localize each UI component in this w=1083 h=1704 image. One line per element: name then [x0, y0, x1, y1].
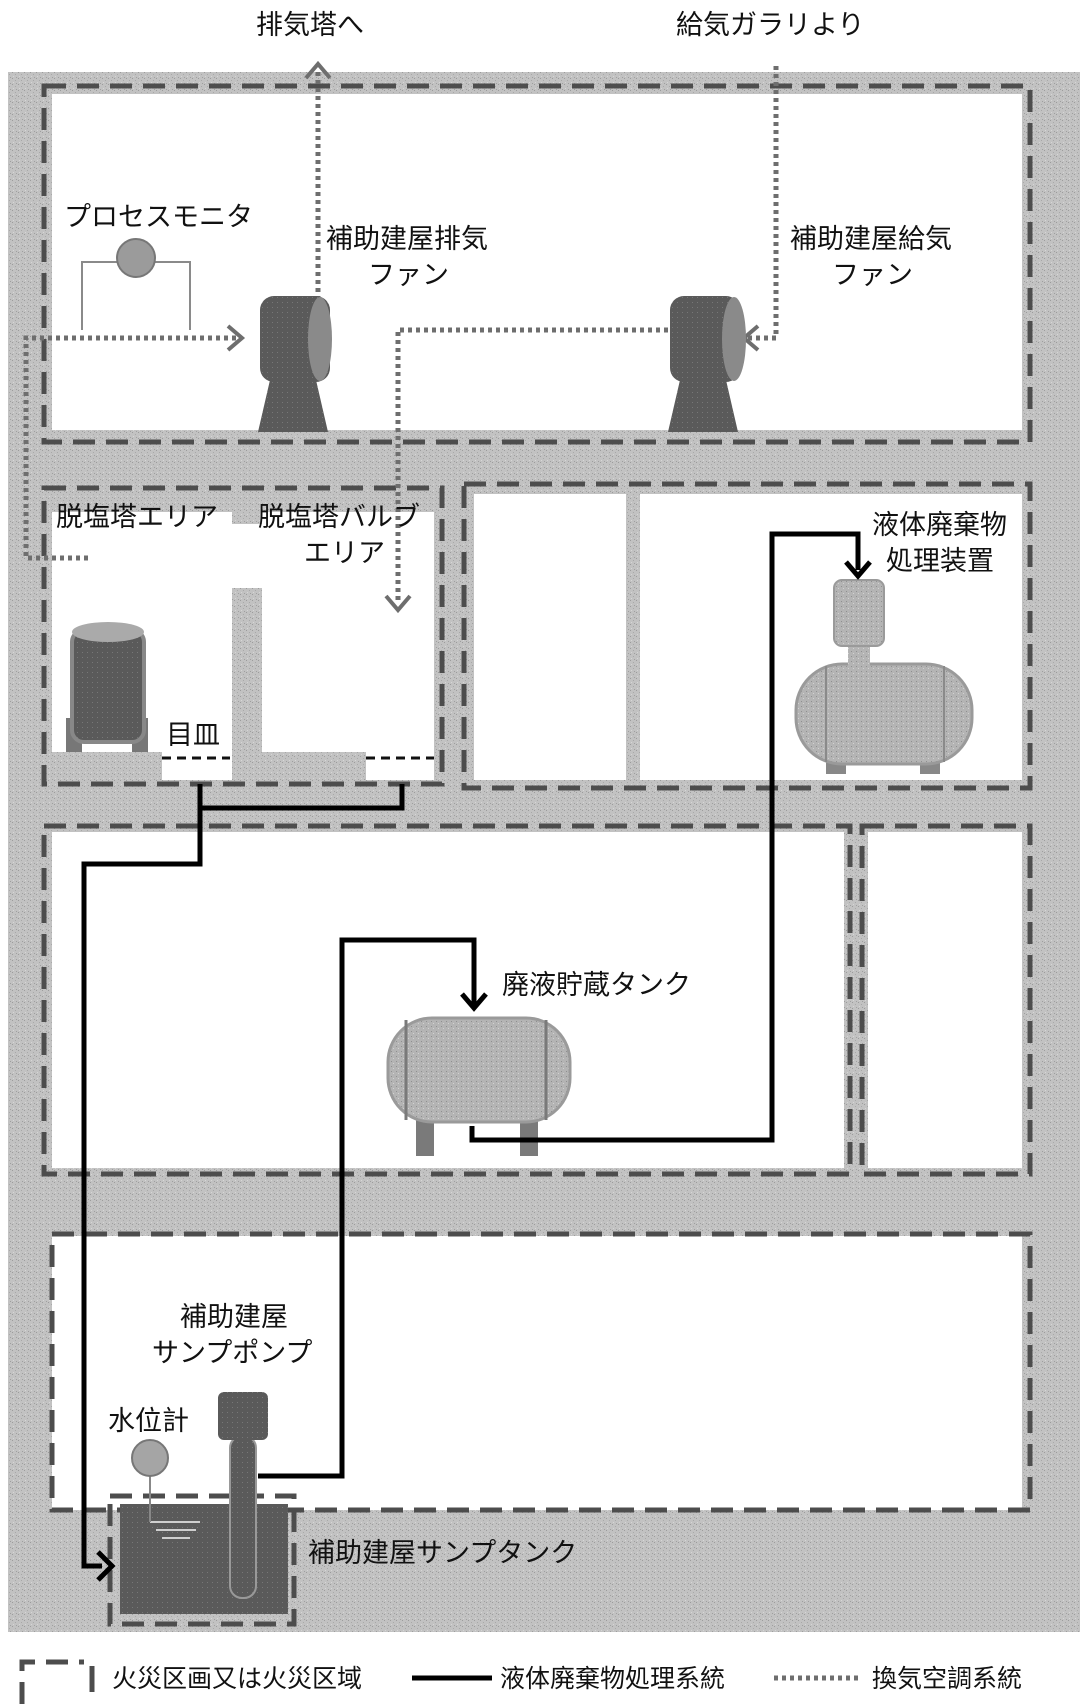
- label-aux-exhaust-fan-line2: ファン: [368, 260, 449, 291]
- process-monitor: [81, 238, 191, 330]
- hvac-supply-duct: [742, 66, 779, 341]
- label-demin-valve-area-line2: エリア: [304, 538, 385, 569]
- level-gauge-icon: [131, 1439, 169, 1522]
- legend-liquid-system-label: 液体廃棄物処理系統: [500, 1664, 726, 1693]
- legend-fire-area-label: 火災区画又は火災区域: [112, 1664, 363, 1693]
- hvac-demin-return-duct: [23, 335, 238, 561]
- demin-partitions: [52, 500, 366, 780]
- label-from-supply-gallery: 給気ガラリより: [676, 10, 865, 41]
- label-waste-storage-tank: 廃液貯蔵タンク: [502, 970, 691, 1001]
- fire-area-borders: [41, 83, 1033, 1627]
- label-demin-valve-area-line1: 脱塩塔バルブ: [258, 502, 420, 533]
- label-aux-exhaust-fan-line1: 補助建屋排気: [326, 224, 488, 255]
- liquid-waste-piping: [81, 531, 861, 1569]
- label-sump-pump-line2: サンプポンプ: [152, 1338, 313, 1369]
- legend-fire-area-symbol: [19, 1659, 84, 1704]
- legend-hvac-system-label: 換気空調系統: [872, 1664, 1023, 1693]
- sump-pump-icon: [218, 1392, 268, 1599]
- sump-pump-room: [52, 1236, 1022, 1510]
- aux-exhaust-fan-icon: [258, 296, 332, 432]
- pipe-waste-tank-to-processor: [469, 531, 861, 1143]
- pipe-arrowheads: [96, 560, 872, 1582]
- aux-supply-fan-icon: [668, 296, 746, 432]
- label-level-gauge: 水位計: [108, 1406, 189, 1437]
- label-sump-tank: 補助建屋サンプタンク: [308, 1538, 578, 1569]
- label-liquid-waste-processor-line1: 液体廃棄物: [872, 510, 1007, 541]
- legend-symbols: [19, 1659, 858, 1704]
- fan-room: [52, 94, 1022, 430]
- corridor-room: [474, 494, 626, 780]
- sump-tank-icon: [120, 1504, 288, 1614]
- label-sump-pump-line1: 補助建屋: [180, 1302, 288, 1333]
- label-to-exhaust-stack: 排気塔へ: [256, 10, 364, 41]
- hvac-arrowheads: [226, 60, 760, 614]
- hvac-ducts: [23, 66, 779, 604]
- liquid-waste-processor-icon: [794, 579, 974, 774]
- small-right-room: [868, 832, 1022, 1168]
- label-drain-pan: 目皿: [166, 720, 220, 751]
- label-liquid-waste-processor-line2: 処理装置: [886, 546, 994, 577]
- label-aux-supply-fan-line1: 補助建屋給気: [790, 224, 952, 255]
- pipe-pump-to-waste-tank: [258, 937, 477, 1479]
- process-monitor-gauge-icon: [116, 238, 156, 278]
- label-demin-area: 脱塩塔エリア: [56, 502, 218, 533]
- pipe-drain-to-sump: [81, 784, 203, 1569]
- pipe-valve-drain: [200, 784, 405, 811]
- hvac-supply-branch-duct: [395, 327, 668, 604]
- label-aux-supply-fan-line2: ファン: [832, 260, 913, 291]
- label-process-monitor: プロセスモニタ: [64, 202, 253, 233]
- demineralizer-icon: [66, 622, 148, 752]
- waste-storage-tank-icon: [386, 1016, 572, 1156]
